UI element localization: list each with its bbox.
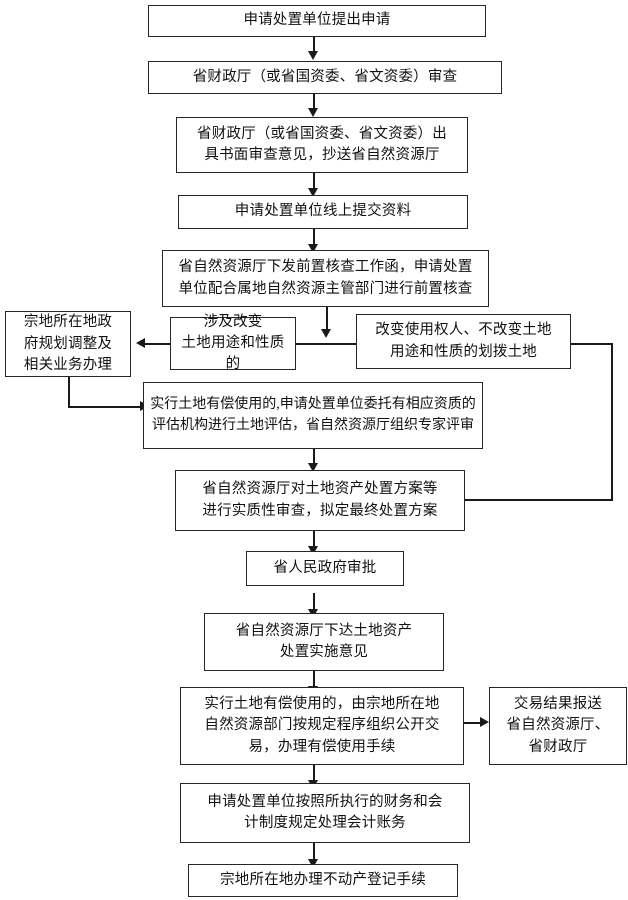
arrowhead-n13-n14 xyxy=(480,717,489,727)
node-n7-change-land-use[interactable]: 涉及改变 土地用途和性质的 xyxy=(170,314,296,372)
arrowhead-n3-n4 xyxy=(308,188,318,197)
node-n16-property-registration[interactable]: 宗地所在地办理不动产登记手续 xyxy=(188,864,458,897)
node-n12-label: 省自然资源厅下达土地资产 处置实施意见 xyxy=(235,622,413,660)
node-n3-label: 省财政厅（或省国资委、省文资委）出 具书面审查意见，抄送省自然资源厅 xyxy=(197,125,447,163)
node-n4-label: 申请处置单位线上提交资料 xyxy=(234,203,412,220)
node-n15-label: 申请处置单位按照所执行的财务和会 计制度规定处理会计账务 xyxy=(207,793,443,831)
node-n8-allocated-land[interactable]: 改变使用权人、不改变土地 用途和性质的划拨土地 xyxy=(356,314,571,369)
branch-bar-left xyxy=(295,343,333,345)
arrowhead-n7-n6 xyxy=(136,338,145,348)
node-n2-finance-review[interactable]: 省财政厅（或省国资委、省文资委）审查 xyxy=(148,61,502,94)
node-n1-apply-submit[interactable]: 申请处置单位提出申请 xyxy=(148,5,486,37)
arrowhead-n1-n2 xyxy=(308,51,318,60)
node-n3-written-opinion[interactable]: 省财政厅（或省国资委、省文资委）出 具书面审查意见，抄送省自然资源厅 xyxy=(176,117,468,173)
connector-n8-right xyxy=(568,343,613,345)
connector-n7-n6 xyxy=(143,343,175,345)
connector-n8-left xyxy=(440,499,613,501)
node-n16-label: 宗地所在地办理不动产登记手续 xyxy=(220,871,426,888)
connector-n8-down xyxy=(611,343,613,501)
connector-n9-n10 xyxy=(313,448,315,469)
connector-n6-right xyxy=(68,406,142,408)
connector-n1-n2 xyxy=(313,36,315,55)
connector-n6-down xyxy=(68,376,70,408)
arrowhead-n10-n11 xyxy=(308,546,318,555)
branch-bar-right xyxy=(326,343,358,345)
arrowhead-n9-n10 xyxy=(308,463,318,472)
connector-n4-n5 xyxy=(313,228,315,248)
arrowhead-n2-n3 xyxy=(308,108,318,117)
node-n9-label: 实行土地有偿使用的,申请处置单位委托有相应资质的 评估机构进行土地评估，省自然资… xyxy=(150,397,476,433)
node-n9-land-appraisal[interactable]: 实行土地有偿使用的,申请处置单位委托有相应资质的 评估机构进行土地评估，省自然资… xyxy=(143,382,483,449)
node-n14-report-results[interactable]: 交易结果报送 省自然资源厅、 省财政厅 xyxy=(489,687,627,765)
connector-n13-n15 xyxy=(313,764,315,784)
node-n1-label: 申请处置单位提出申请 xyxy=(243,12,391,29)
node-n10-substantive-review[interactable]: 省自然资源厅对土地资产处置方案等 进行实质性审查，拟定最终处置方案 xyxy=(175,470,465,531)
node-n13-public-transaction[interactable]: 实行土地有偿使用的，由宗地所在地 自然资源部门按规定程序组织公开交 易，办理有偿… xyxy=(180,687,464,765)
connector-n13-n14 xyxy=(463,722,485,724)
node-n7-label: 涉及改变 土地用途和性质的 xyxy=(181,313,285,373)
node-n6-label: 宗地所在地政 府规划调整及 相关业务办理 xyxy=(23,314,113,373)
arrowhead-n4-n5 xyxy=(308,244,318,253)
arrowhead-n5-branchbar xyxy=(321,329,331,338)
node-n10-label: 省自然资源厅对土地资产处置方案等 进行实质性审查，拟定最终处置方案 xyxy=(202,481,438,519)
node-n5-label: 省自然资源厅下发前置核查工作函，申请处置 单位配合属地自然资源主管部门进行前置核… xyxy=(178,259,473,297)
node-n8-label: 改变使用权人、不改变土地 用途和性质的划拨土地 xyxy=(375,322,552,360)
node-n6-local-govt-planning[interactable]: 宗地所在地政 府规划调整及 相关业务办理 xyxy=(5,311,131,377)
node-n5-pre-verification[interactable]: 省自然资源厅下发前置核查工作函，申请处置 单位配合属地自然资源主管部门进行前置核… xyxy=(162,250,489,307)
connector-n3-n4 xyxy=(313,172,315,193)
node-n15-accounting[interactable]: 申请处置单位按照所执行的财务和会 计制度规定处理会计账务 xyxy=(180,783,470,843)
node-n4-online-materials[interactable]: 申请处置单位线上提交资料 xyxy=(178,195,468,229)
connector-n10-n11 xyxy=(313,530,315,550)
node-n2-label: 省财政厅（或省国资委、省文资委）审查 xyxy=(192,68,458,85)
node-n11-label: 省人民政府审批 xyxy=(273,559,377,576)
connector-n12-n13 xyxy=(313,670,315,690)
node-n11-provincial-approval[interactable]: 省人民政府审批 xyxy=(246,551,404,586)
connector-n2-n3 xyxy=(313,93,315,113)
connector-n5-branchbar xyxy=(326,306,328,334)
connector-n15-n16 xyxy=(313,843,315,863)
node-n13-label: 实行土地有偿使用的，由宗地所在地 自然资源部门按规定程序组织公开交 易，办理有偿… xyxy=(204,696,440,755)
connector-n11-n12 xyxy=(313,593,315,614)
arrowhead-n15-n16 xyxy=(308,859,318,868)
node-n14-label: 交易结果报送 省自然资源厅、 省财政厅 xyxy=(506,696,610,755)
node-n12-implementation-opinion[interactable]: 省自然资源厅下达土地资产 处置实施意见 xyxy=(204,613,444,671)
